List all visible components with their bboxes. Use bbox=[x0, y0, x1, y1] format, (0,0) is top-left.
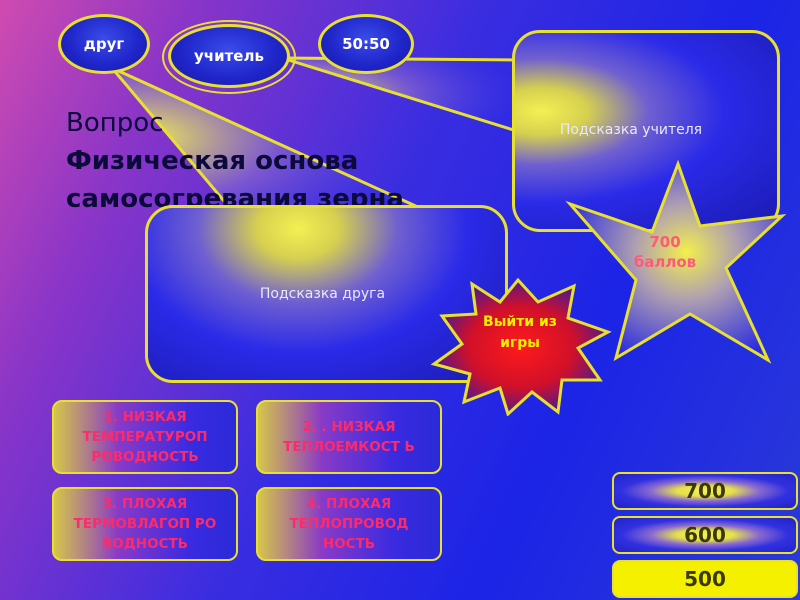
lifeline-teacher-label: учитель bbox=[194, 47, 264, 65]
exit-star-button[interactable] bbox=[428, 276, 614, 416]
answer-option-4-text: 4. ПЛОХАЯ ТЕПЛОПРОВОД НОСТЬ bbox=[289, 496, 409, 552]
answer-option-2-text: 2. . НИЗКАЯ ТЕПЛОЕМКОСТ Ь bbox=[283, 419, 415, 455]
prize-star-text: 700 баллов bbox=[633, 233, 697, 271]
lifeline-friend-label: друг bbox=[83, 35, 125, 53]
answer-option-1[interactable]: 1. НИЗКАЯ ТЕМПЕРАТУРОП РОВОДНОСТЬ bbox=[52, 400, 238, 474]
exit-star-text: Выйти из игры bbox=[483, 314, 557, 351]
prize-star bbox=[565, 160, 787, 364]
score-level-500-text: 500 bbox=[684, 567, 726, 591]
lifeline-fifty-label: 50:50 bbox=[342, 35, 390, 53]
score-level-600: 600 bbox=[612, 516, 798, 554]
teacher-hint-box: Подсказка учителя bbox=[512, 30, 780, 232]
lifeline-teacher-outer-ring bbox=[162, 20, 296, 94]
score-level-700-text: 700 bbox=[684, 479, 726, 503]
teacher-hint-label: Подсказка учителя bbox=[559, 122, 703, 138]
answer-option-4[interactable]: 4. ПЛОХАЯ ТЕПЛОПРОВОД НОСТЬ bbox=[256, 487, 442, 561]
score-level-700: 700 bbox=[612, 472, 798, 510]
lifeline-teacher-button[interactable]: учитель bbox=[168, 24, 290, 88]
score-level-600-text: 600 bbox=[684, 523, 726, 547]
score-level-500: 500 bbox=[612, 560, 798, 598]
exit-star-shape bbox=[430, 277, 612, 416]
answer-option-2[interactable]: 2. . НИЗКАЯ ТЕПЛОЕМКОСТ Ь bbox=[256, 400, 442, 474]
question-block: Вопрос Физическая основа самосогревания … bbox=[66, 104, 466, 218]
answer-option-1-text: 1. НИЗКАЯ ТЕМПЕРАТУРОП РОВОДНОСТЬ bbox=[82, 409, 208, 465]
lifeline-friend-button[interactable]: друг bbox=[58, 14, 150, 74]
prize-star-shape bbox=[565, 160, 787, 364]
lifeline-fifty-button[interactable]: 50:50 bbox=[318, 14, 414, 74]
answer-option-3[interactable]: 3. ПЛОХАЯ ТЕРМОВЛАГОП РО ВОДНОСТЬ bbox=[52, 487, 238, 561]
friend-hint-label: Подсказка друга bbox=[259, 286, 386, 302]
answer-option-3-text: 3. ПЛОХАЯ ТЕРМОВЛАГОП РО ВОДНОСТЬ bbox=[73, 496, 217, 552]
question-label: Вопрос bbox=[66, 108, 164, 138]
